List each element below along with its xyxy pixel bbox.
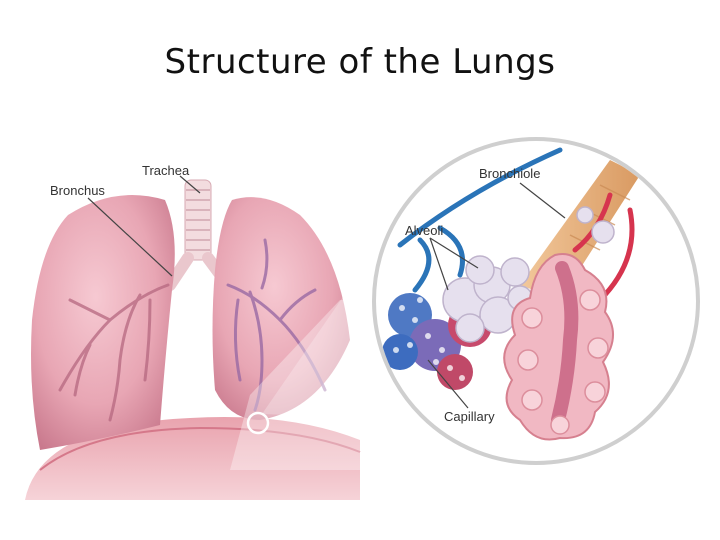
right-lung (212, 197, 360, 470)
slide-title: Structure of the Lungs (164, 42, 556, 82)
magnified-view (372, 137, 700, 465)
label-alveoli: Alveoli (405, 223, 443, 238)
label-bronchiole: Bronchiole (479, 166, 540, 181)
left-lung (31, 195, 175, 450)
focus-circle (246, 411, 270, 435)
alveolar-sac-section (503, 253, 614, 441)
label-capillary: Capillary (444, 409, 495, 424)
diaphragm (25, 416, 361, 500)
leader-lines (87, 175, 566, 409)
label-trachea: Trachea (142, 163, 190, 178)
label-bronchus: Bronchus (50, 183, 105, 198)
alveoli-cluster (442, 206, 615, 343)
